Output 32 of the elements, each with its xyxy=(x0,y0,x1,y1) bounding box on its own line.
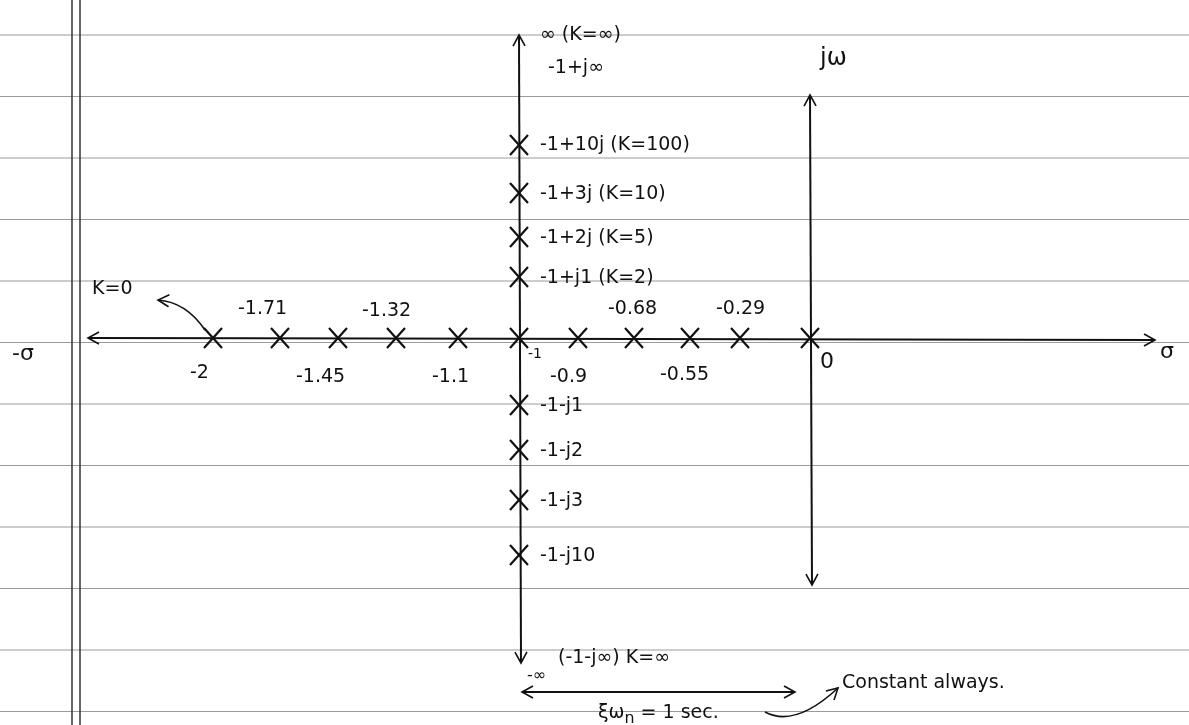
value-label: (-1-j∞) K=∞ xyxy=(558,645,670,667)
value-label: -0.55 xyxy=(660,362,710,384)
annotation-text: Constant always. xyxy=(842,670,1005,692)
pole-label: -1-j1 xyxy=(540,393,584,415)
curved-arrow xyxy=(157,294,206,331)
value-label: -2 xyxy=(190,360,209,382)
axis-label: σ xyxy=(1160,340,1174,362)
value-label: -1.71 xyxy=(238,296,288,318)
damping-note: ξω$_{n}$ = 1 sec. xyxy=(598,700,719,725)
pole-cross xyxy=(202,326,224,350)
pole-label: -1-j10 xyxy=(540,543,596,565)
value-label: -0.29 xyxy=(716,296,766,318)
value-label: -1+j∞ xyxy=(548,55,604,77)
pole-label: -1+j1 (K=2) xyxy=(540,265,654,287)
pole-label: -1+2j (K=5) xyxy=(540,225,654,247)
value-label: -1.1 xyxy=(432,364,470,386)
value-label: -1 xyxy=(528,344,542,363)
axis-label: jω xyxy=(820,46,847,68)
value-label: -∞ xyxy=(527,664,547,686)
pole-label: -1+10j (K=100) xyxy=(540,132,690,154)
value-label: -1.32 xyxy=(362,298,412,320)
axis-label: -σ xyxy=(12,342,34,364)
value-label: 0 xyxy=(820,350,834,372)
value-label: ∞ (K=∞) xyxy=(540,22,621,44)
value-label: -0.68 xyxy=(608,296,658,318)
pole-label: -1-j2 xyxy=(540,438,584,460)
curved-arrow xyxy=(764,687,839,718)
gain-note: K=0 xyxy=(92,276,133,298)
pole-label: -1-j3 xyxy=(540,488,584,510)
value-label: -1.45 xyxy=(296,364,346,386)
value-label: -0.9 xyxy=(550,364,588,386)
pole-label: -1+3j (K=10) xyxy=(540,181,666,203)
